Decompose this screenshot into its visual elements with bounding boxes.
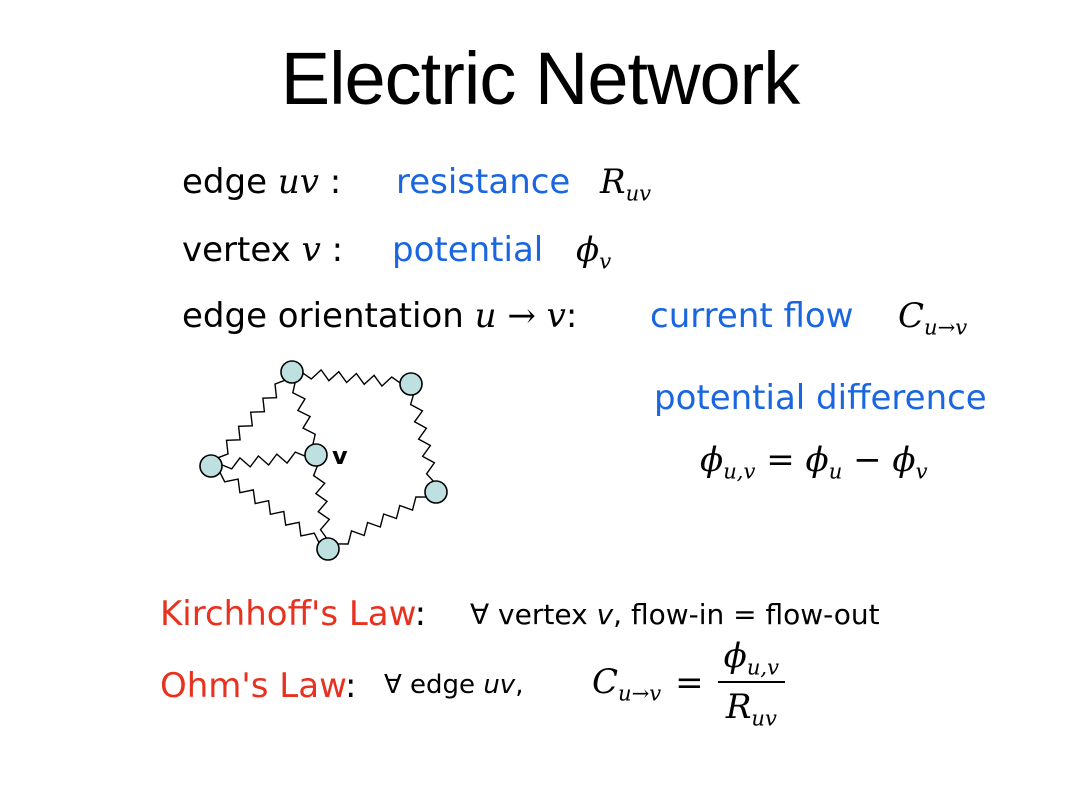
resistor-edge-AD: [291, 382, 317, 445]
ohm-name: Ohm's Law: [160, 666, 346, 706]
resistor-edge-BE: [409, 394, 436, 482]
orientation-definition: edge orientation u → v:: [182, 296, 577, 336]
pd-b-sub: v: [915, 458, 928, 484]
resistance-symbol: Ruv: [600, 162, 651, 205]
resistor-edge-AC: [217, 379, 286, 459]
network-node-B: [399, 372, 423, 396]
resistor-edges: [217, 368, 436, 545]
ohm-comma: ,: [515, 670, 524, 700]
edge-definition: edge uv :: [182, 162, 341, 202]
kirchhoff-law: Kirchhoff's Law:: [160, 594, 426, 634]
ohm-var: uv: [483, 670, 516, 700]
network-node-C: [199, 454, 223, 478]
potential-difference-heading: potential difference: [654, 378, 987, 418]
network-node-E: [424, 480, 448, 504]
pd-b: ϕ: [892, 440, 916, 480]
ohm-den: R: [725, 687, 752, 728]
vertex-v-label: v: [332, 442, 348, 470]
kirchhoff-colon: :: [414, 594, 427, 634]
current-flow-keyword: current flow: [650, 296, 854, 336]
vertex-var: v: [301, 230, 321, 270]
ohm-fraction: ϕu,v Ruv: [717, 636, 786, 731]
orientation-colon: :: [565, 296, 578, 336]
resistance-sym: R: [600, 162, 626, 202]
ohm-num-sub: u,v: [746, 654, 780, 680]
resistance-keyword: resistance: [396, 162, 571, 202]
kirchhoff-name: Kirchhoff's Law: [160, 594, 415, 634]
edge-colon: :: [329, 162, 342, 202]
ohm-den-sub: uv: [751, 705, 777, 731]
resistance-sub: uv: [625, 180, 652, 206]
network-node-F: [316, 537, 340, 561]
pd-minus: −: [853, 440, 882, 480]
pd-lhs-sub: u,v: [723, 458, 756, 484]
network-nodes: [199, 360, 448, 561]
orientation-label: edge orientation: [182, 296, 464, 336]
orientation-var: u → v: [474, 296, 566, 336]
resistor-edge-CF: [219, 472, 320, 543]
pd-lhs: ϕ: [700, 440, 724, 480]
page-title: Electric Network: [280, 37, 801, 120]
potential-symbol: ϕv: [576, 230, 611, 273]
potential-difference-formula: ϕu,v = ϕu − ϕv: [700, 440, 928, 483]
kirchhoff-statement: ∀ vertex v, flow-in = flow-out: [470, 598, 880, 631]
ohm-lhs-sub: u→v: [618, 680, 662, 706]
current-flow-sym: C: [898, 296, 925, 336]
resistor-edge-CD: [221, 451, 306, 470]
potential-sub: v: [599, 248, 612, 274]
ohm-statement: ∀ edge uv,: [384, 670, 523, 700]
pd-eq: =: [766, 440, 795, 480]
edge-var: uv: [277, 162, 319, 202]
kirchhoff-rest: , flow-in = flow-out: [613, 598, 880, 631]
ohm-num: ϕ: [723, 636, 747, 676]
ohm-colon: :: [345, 666, 357, 706]
network-node-A: [280, 360, 304, 384]
kirchhoff-forall: ∀ vertex: [470, 598, 588, 631]
kirchhoff-var: v: [596, 598, 614, 631]
current-flow-symbol: Cu→v: [898, 296, 967, 339]
potential-sym: ϕ: [576, 230, 600, 270]
ohm-eq: =: [675, 663, 704, 704]
resistor-edge-AB: [302, 368, 401, 388]
potential-keyword: potential: [392, 230, 544, 270]
network-node-D: [304, 443, 328, 467]
edge-label: edge: [182, 162, 267, 202]
ohm-law: Ohm's Law:: [160, 666, 357, 706]
pd-a: ϕ: [805, 440, 829, 480]
resistor-edge-FE: [337, 496, 427, 545]
ohm-forall: ∀ edge: [384, 670, 476, 700]
vertex-colon: :: [331, 230, 344, 270]
vertex-definition: vertex v :: [182, 230, 343, 270]
pd-a-sub: u: [828, 458, 843, 484]
resistor-edge-DF: [312, 465, 331, 539]
ohm-formula: Cu→v = ϕu,v Ruv: [592, 636, 786, 731]
vertex-label: vertex: [182, 230, 291, 270]
ohm-lhs: C: [592, 661, 619, 702]
current-flow-sub: u→v: [924, 314, 968, 340]
